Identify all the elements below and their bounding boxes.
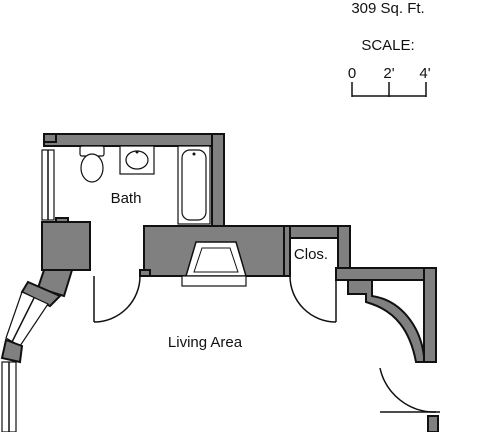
fireplace-icon bbox=[181, 241, 248, 287]
room-label-bath: Bath bbox=[111, 190, 142, 207]
bay-window-walls bbox=[0, 269, 74, 432]
room-label-closet: Clos. bbox=[294, 246, 328, 263]
toilet-icon bbox=[79, 145, 105, 183]
closet-walls bbox=[283, 225, 351, 277]
door-swing-left bbox=[93, 275, 141, 323]
door-swing-entry bbox=[379, 367, 440, 432]
door-swing-closet bbox=[289, 275, 337, 323]
bathtub-icon bbox=[177, 145, 211, 225]
scale-tick-0: 0 bbox=[348, 65, 356, 82]
scale-tick-4: 4' bbox=[419, 65, 430, 82]
bath-window bbox=[41, 149, 55, 221]
sink-icon bbox=[119, 145, 155, 175]
scale-tick-2: 2' bbox=[383, 65, 394, 82]
room-label-living: Living Area bbox=[168, 334, 243, 351]
scale-bar bbox=[351, 82, 427, 97]
area-text: 309 Sq. Ft. bbox=[351, 0, 424, 17]
scale-label: SCALE: bbox=[361, 37, 414, 54]
right-walls bbox=[335, 267, 437, 363]
